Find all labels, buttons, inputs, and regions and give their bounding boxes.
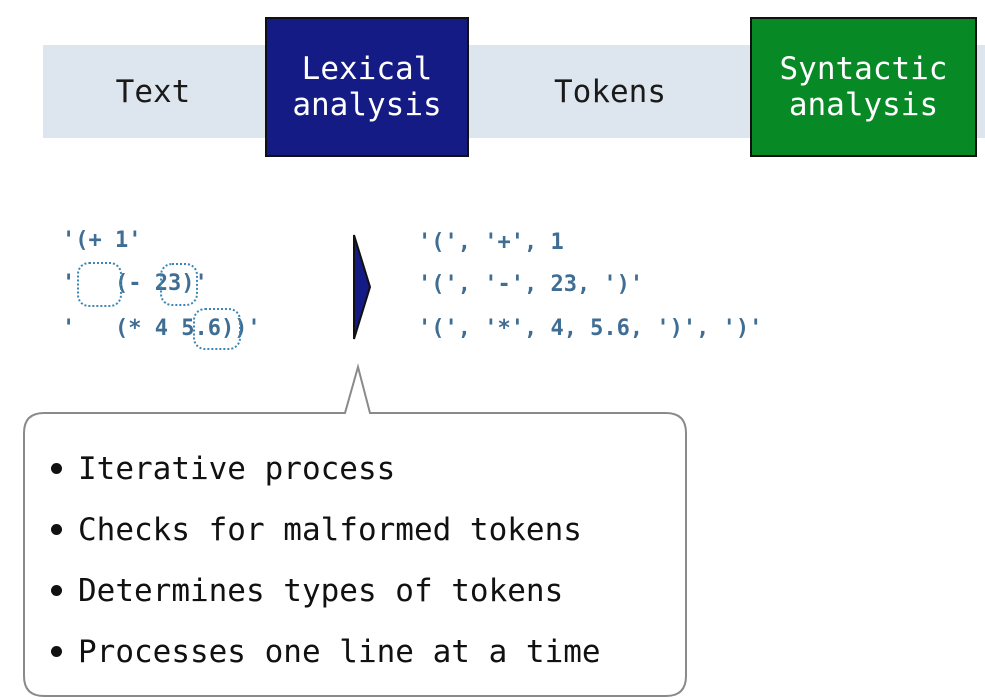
bullet-dot-icon <box>51 646 62 657</box>
bullet-dot-icon <box>51 463 62 474</box>
bullet-dot-icon <box>51 524 62 535</box>
syntactic-analysis-line1: Syntactic <box>779 51 948 87</box>
number-23-highlight <box>160 263 198 306</box>
syntactic-analysis-box: Syntactic analysis <box>750 17 977 157</box>
tokens-stage-label: Tokens <box>554 73 666 110</box>
bullet-item: Processes one line at a time <box>48 621 601 682</box>
bullet-item: Determines types of tokens <box>48 560 601 621</box>
bullet-text: Processes one line at a time <box>78 633 601 670</box>
lexical-analysis-line2: analysis <box>292 87 442 123</box>
bullet-text: Determines types of tokens <box>78 572 564 609</box>
number-5.6-highlight <box>193 308 241 350</box>
input-line-2: ' (- 23)' <box>62 271 208 296</box>
input-line-1: '(+ 1' <box>62 228 142 253</box>
callout-bubble <box>23 363 687 697</box>
syntactic-analysis-line2: analysis <box>788 87 939 123</box>
bullet-text: Iterative process <box>78 450 396 487</box>
whitespace-highlight <box>77 262 122 307</box>
bullet-item: Iterative process <box>48 438 601 499</box>
bullet-list: Iterative process Checks for malformed t… <box>48 438 601 682</box>
bullet-item: Checks for malformed tokens <box>48 499 601 560</box>
output-line-3: '(', '*', 4, 5.6, ')', ')' <box>418 316 763 341</box>
lexical-analysis-line1: Lexical <box>301 51 433 87</box>
bullet-text: Checks for malformed tokens <box>78 511 582 548</box>
text-stage-label: Text <box>115 73 191 110</box>
process-arrow-icon <box>353 234 372 340</box>
output-line-2: '(', '-', 23, ')' <box>418 272 644 297</box>
output-line-1: '(', '+', 1 <box>418 230 564 255</box>
lexical-analysis-box: Lexical analysis <box>265 17 469 157</box>
bullet-dot-icon <box>51 585 62 596</box>
